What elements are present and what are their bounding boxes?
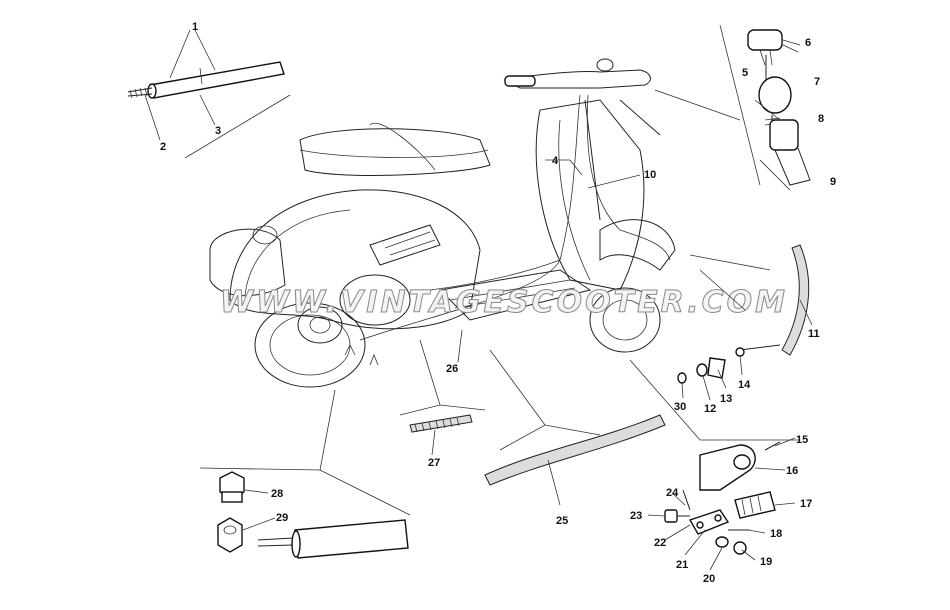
watermark-text: WWW.VINTAGESCOOTER.COM [220,285,788,320]
part-linkage-15-24 [629,359,800,555]
label-13: 13 [720,393,732,405]
label-5: 5 [742,67,748,79]
label-19: 19 [760,556,772,568]
label-6: 6 [805,37,811,49]
label-24: 24 [666,487,679,499]
part-hose-25 [484,349,666,486]
label-18: 18 [770,528,782,540]
label-11: 11 [808,328,820,340]
label-20: 20 [703,573,715,585]
label-27: 27 [428,457,440,469]
label-16: 16 [786,465,798,477]
label-23: 23 [630,510,642,522]
label-7: 7 [814,76,820,88]
label-25: 25 [556,515,568,527]
label-15: 15 [796,434,808,446]
part-cable-1 [127,29,291,159]
part-small-fittings [677,344,781,384]
label-30: 30 [674,401,686,413]
label-9: 9 [830,176,836,188]
scooter-illustration [209,58,676,388]
leader-lines [242,159,813,571]
label-4: 4 [552,155,559,167]
label-12: 12 [704,403,716,415]
label-21: 21 [676,559,688,571]
label-17: 17 [800,498,812,510]
part-number-labels: 1 2 3 4 5 6 7 8 9 10 11 12 13 14 15 16 1… [160,21,836,585]
label-29: 29 [276,512,288,524]
label-26: 26 [446,363,458,375]
label-22: 22 [654,537,666,549]
part-cable-end-5-9 [654,24,811,191]
label-10: 10 [644,169,656,181]
part-tube-11 [689,244,810,356]
label-14: 14 [738,379,751,391]
label-8: 8 [818,113,824,125]
label-2: 2 [160,141,166,153]
label-28: 28 [271,488,283,500]
label-3: 3 [215,125,221,137]
part-spring-27 [399,339,486,433]
part-bolt-28-29 [199,389,411,559]
label-1: 1 [192,21,198,33]
